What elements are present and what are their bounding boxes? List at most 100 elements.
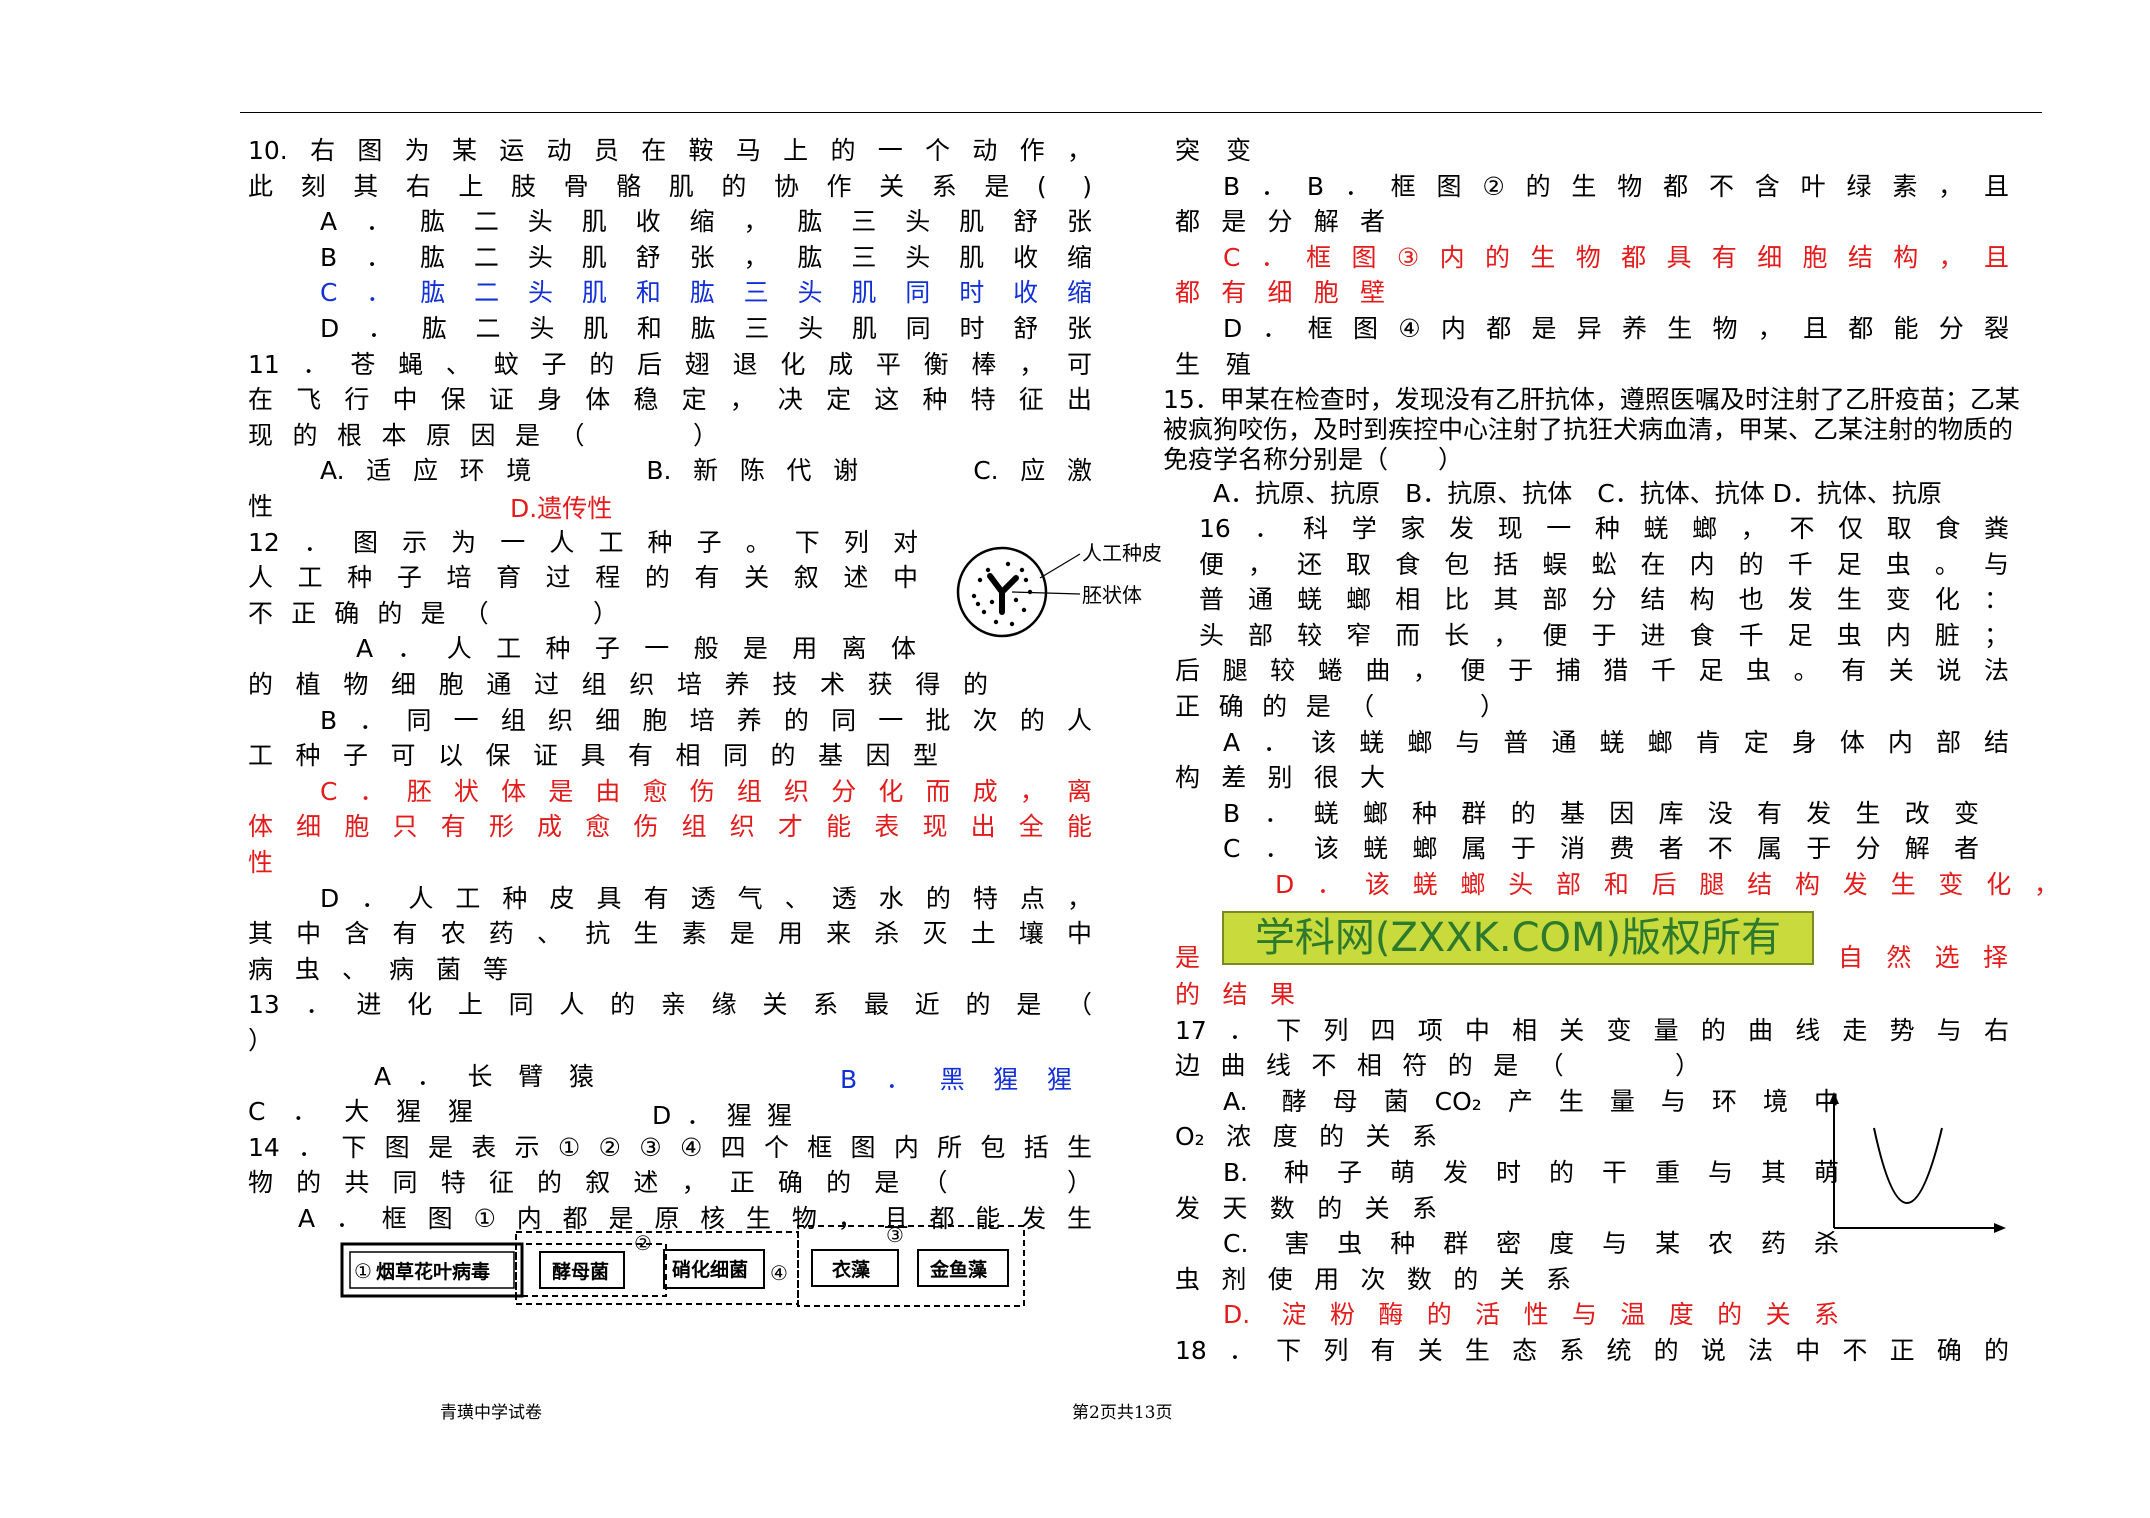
right-text-line: 都有细胞壁 [1175,278,1385,308]
left-text-line: 此刻其右上肢骨骼肌的协作关系是( ) [248,171,1092,201]
box-yeast [539,1251,625,1289]
yeast-label: 酵母菌 [552,1260,609,1283]
right-text-line: O₂浓度的关系 [1175,1122,1437,1152]
footer-page: 第2页共13页 [1072,1403,1173,1423]
frame-2-marker: ② [634,1231,652,1255]
right-text-line: 头部较窄而长，便于进食千足虫内脏； [1199,620,2009,650]
embryoid-leader [1011,591,1081,595]
left-text-line: 13．进化上同人的亲缘关系最近的是（ [248,990,1092,1020]
left-text-line: 不正确的是（ ） [248,598,618,628]
frame-1-marker: ① [354,1259,372,1283]
frame-diagram: ① 烟草花叶病毒 酵母菌 ② 硝化细菌 ④ ③ 衣藻 金鱼藻 [340,1223,1025,1307]
right-text-line: C. 害虫种群密度与某农药杀 [1223,1229,1839,1259]
frame-3 [797,1225,1025,1307]
right-text-line: C．该蜣螂属于消费者不属于分解者 [1223,834,1979,864]
x-axis-arrow [1994,1223,2006,1233]
left-text-line: 12．图示为一人工种子。下列对 [248,527,918,557]
left-text-line: B．同一组织细胞培养的同一批次的人 [320,705,1092,735]
left-text-line: D．肱二头肌和肱三头肌同时舒张 [320,314,1092,343]
artificial-seed-figure: 人工种皮 胚状体 [956,541,1162,638]
right-text-line: 虫剂使用次数的关系 [1175,1264,1571,1294]
left-text-line: C．大猩猩 [248,1097,473,1127]
right-text-line: D．框图④内都是异养生物，且都能分裂 [1223,314,2009,343]
y-axis-arrow [1829,1092,1839,1104]
right-text-line: A．抗原、抗原 B．抗原、抗体 C．抗体、抗体 D．抗体、抗原 [1213,479,1942,508]
right-text-line: A．该蜣螂与普通蜣螂肯定身体内部结 [1223,727,2009,757]
u-curve-graph [1829,1092,2006,1233]
right-text-line: 被疯狗咬伤，及时到疾控中心注射了抗狂犬病血清，甲某、乙某注射的物质的 [1163,415,2014,444]
right-text-line: 正确的是（ ） [1175,692,1505,721]
label-embryoid: 胚状体 [1082,583,1142,607]
box-fishweed [917,1249,1009,1287]
right-text-line: B．蜣螂种群的基因库没有发生改变 [1223,798,1979,828]
left-text-line: D．人工种皮具有透气、透水的特点， [320,883,1092,913]
right-text-line: 便，还取食包括蜈蚣在内的千足虫。与 [1199,549,2009,579]
left-text-line: A．人工种子一般是用离体 [356,634,916,664]
right-text-line: D．该蜣螂头部和后腿结构发生变化， [1275,870,2059,899]
right-text-line: D. 淀粉酶的活性与温度的关系 [1223,1300,1839,1330]
left-text-line: A.适应环境 B.新陈代谢 C.应激 [320,456,1092,486]
right-text-line: 生殖 [1175,349,1251,379]
right-text-line: 17．下列四项中相关变量的曲线走势与右 [1175,1015,2009,1045]
right-text-line: 后腿较蜷曲，便于捕猎千足虫。有关说法 [1175,656,2009,686]
footer-school: 青璜中学试卷 [440,1403,542,1423]
right-text-line: 15．甲某在检查时，发现没有乙肝抗体，遵照医嘱及时注射了乙肝疫苗；乙某 [1163,385,2020,415]
left-text-line: 14．下图是表示①②③④四个框图内所包括生 [248,1132,1092,1162]
left-text-line: 10.右图为某运动员在鞍马上的一个动作， [248,136,1092,165]
frame-4 [515,1243,667,1297]
right-text-line: 都是分解者 [1175,207,1385,237]
left-text-line: 性 [248,848,274,877]
q13-option-d: D．猩猩 [652,1101,792,1130]
watermark-banner: 学科网(ZXXK.COM)版权所有 [1222,911,1814,965]
right-text-line: 18．下列有关生态系统的说法中不正确的 [1175,1336,2009,1365]
left-text-line: ） [248,1026,274,1055]
right-text-line: 是 [1175,943,1201,972]
fishweed-label: 金鱼藻 [929,1258,988,1281]
left-text-line: A．框图①内都是原核生物，且都能发生 [298,1204,1092,1233]
nitrifying-label: 硝化细菌 [672,1258,748,1281]
seed-coat-leader [1039,553,1081,579]
left-text-line: C．胚状体是由愈伤组织分化而成，离 [320,776,1092,806]
right-text-line: 边曲线不相符的是（ ） [1175,1051,1700,1081]
left-text-line: 工种子可以保证具有相同的基因型 [248,741,938,771]
natural-selection-text: 自然选择 [1838,943,2008,972]
q11-option-d: D.遗传性 [510,494,613,523]
frame-1 [340,1242,524,1298]
left-text-line: 性 [248,492,274,521]
right-text-line: 免疫学名称分别是（ ） [1163,445,1464,474]
left-text-line: 现的根本原因是（ ） [248,420,718,450]
left-text-line: B．肱二头肌舒张，肱三头肌收缩 [320,242,1092,272]
right-text-line: B. 种子萌发时的干重与其萌 [1223,1158,1839,1187]
right-text-line: 普通蜣螂相比其部分结构也发生变化： [1199,585,2009,615]
right-text-line: A. 酵母菌CO₂产生量与环境中 [1223,1086,1839,1116]
embryoid-shape [987,573,1019,615]
q13-option-b: B．黑猩猩 [840,1065,1072,1094]
right-text-line: 16．科学家发现一种蜣螂，不仅取食粪 [1199,514,2009,543]
frame-1-label: 烟草花叶病毒 [376,1260,490,1283]
right-text-line: C．框图③内的生物都具有细胞结构，且 [1223,242,2009,272]
frame-1-inner [349,1251,515,1289]
frame-4-marker: ④ [770,1261,788,1285]
u-curve [1873,1127,1943,1204]
right-text-line: B．B．框图②的生物都不含叶绿素，且 [1223,171,2009,201]
left-text-line: 11．苍蝇、蚊子的后翅退化成平衡棒，可 [248,349,1092,379]
right-text-line: 构差别很大 [1175,763,1385,793]
left-text-line: 的植物细胞通过组织培养技术获得的 [248,670,988,699]
left-text-line: 体细胞只有形成愈伤组织才能表现出全能 [248,812,1092,842]
lichen-label: 衣藻 [832,1258,871,1281]
seed-coat-circle [956,546,1048,638]
left-text-line: 其中含有农药、抗生素是用来杀灭土壤中 [248,919,1092,949]
right-text-line: 的结果 [1175,980,1295,1009]
left-text-line: 人工种子培育过程的有关叙述中 [248,563,918,593]
box-nitrifying [663,1249,765,1289]
label-seed-coat: 人工种皮 [1082,541,1162,565]
left-text-line: 在飞行中保证身体稳定，决定这种特征出 [248,385,1092,415]
left-text-line: 病虫、病菌等 [248,954,508,984]
header-rule [240,112,2042,113]
left-text-line: A．肱二头肌收缩，肱三头肌舒张 [320,207,1092,237]
left-text-line: 物的共同特征的叙述，正确的是（ ） [248,1168,1092,1198]
right-text-line: 突变 [1175,136,1251,165]
box-lichen [811,1249,899,1287]
left-text-line: C．肱二头肌和肱三头肌同时收缩 [320,278,1092,308]
